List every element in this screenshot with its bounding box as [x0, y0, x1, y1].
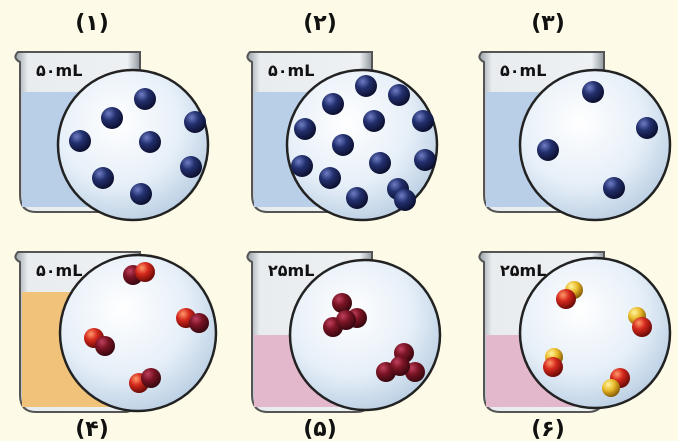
particle [412, 110, 434, 132]
particle [363, 110, 385, 132]
panel-6: (۶) ۲۵mL [478, 251, 672, 441]
particles [291, 75, 436, 211]
particle [388, 84, 410, 106]
particle [92, 167, 114, 189]
particle [346, 187, 368, 209]
particle [602, 368, 630, 397]
particles [69, 88, 206, 205]
particle [176, 308, 209, 333]
particle [322, 93, 344, 115]
particle [603, 177, 625, 199]
volume-label: ۵۰mL [36, 261, 82, 280]
particle [123, 262, 155, 285]
particles [543, 281, 652, 397]
particle [139, 131, 161, 153]
particle [394, 189, 416, 211]
panel-number: (۱) [75, 11, 109, 36]
particle [130, 183, 152, 205]
panel-2: (۲) ۵۰mL [246, 11, 439, 222]
panel-number: (۴) [75, 417, 109, 441]
volume-label: ۲۵mL [268, 261, 314, 280]
panel-4: (۴) ۵۰mL [14, 251, 218, 441]
panel-number: (۵) [303, 417, 337, 441]
panel-number: (۳) [531, 11, 565, 36]
panel-3: (۳) ۵۰mL [478, 11, 672, 222]
particle [319, 167, 341, 189]
magnified-view [288, 258, 442, 412]
particle [101, 107, 123, 129]
particle [543, 348, 563, 377]
particle [376, 343, 425, 382]
particle [69, 130, 91, 152]
particle [134, 88, 156, 110]
volume-label: ۵۰mL [268, 61, 314, 80]
particle [323, 293, 367, 337]
particle [294, 118, 316, 140]
volume-label: ۵۰mL [500, 61, 546, 80]
particle [291, 155, 313, 177]
particles [84, 262, 209, 393]
particles [323, 293, 425, 382]
particle [636, 117, 658, 139]
particle [556, 281, 583, 309]
volume-label: ۲۵mL [500, 261, 546, 280]
particle [129, 368, 161, 393]
volume-label: ۵۰mL [36, 61, 82, 80]
particle [332, 134, 354, 156]
panel-5: (۵) ۲۵mL [246, 251, 442, 441]
panel-number: (۲) [303, 11, 337, 36]
particle [628, 307, 652, 337]
particle [537, 139, 559, 161]
magnified-view [518, 68, 672, 222]
particle [414, 149, 436, 171]
particle [180, 156, 202, 178]
particle [369, 152, 391, 174]
particle [582, 81, 604, 103]
panel-1: (۱) ۵۰mL [14, 11, 210, 222]
particles [537, 81, 658, 199]
particle [84, 328, 115, 356]
particle [355, 75, 377, 97]
particle [184, 111, 206, 133]
panel-number: (۶) [531, 417, 565, 441]
magnified-view [58, 253, 218, 413]
